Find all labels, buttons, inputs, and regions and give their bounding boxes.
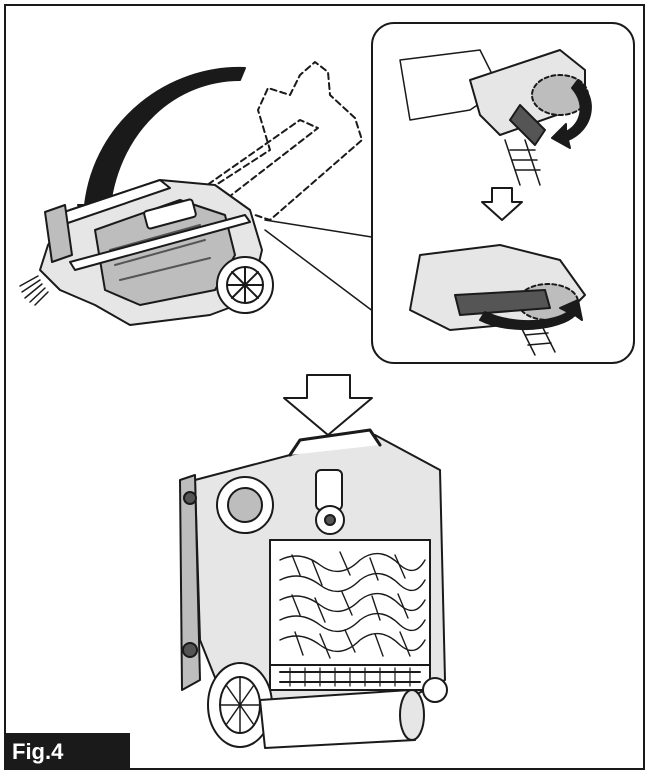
sweeper-folding-illustration (19, 61, 379, 326)
handle-bar (179, 474, 201, 691)
side-brush (19, 275, 49, 306)
brush-roller (279, 551, 426, 659)
down-arrow-icon (481, 187, 523, 221)
handle-dashed-outline (184, 61, 363, 221)
lever-locked-detail (409, 244, 586, 356)
lever-detail-inset (371, 22, 635, 364)
sweeper-upright-illustration (179, 428, 448, 749)
rotate-arrow-icon (551, 79, 592, 149)
down-arrow-icon (283, 374, 373, 436)
figure-label: Fig.4 (4, 733, 130, 770)
lever-unlocked-detail (399, 49, 592, 186)
